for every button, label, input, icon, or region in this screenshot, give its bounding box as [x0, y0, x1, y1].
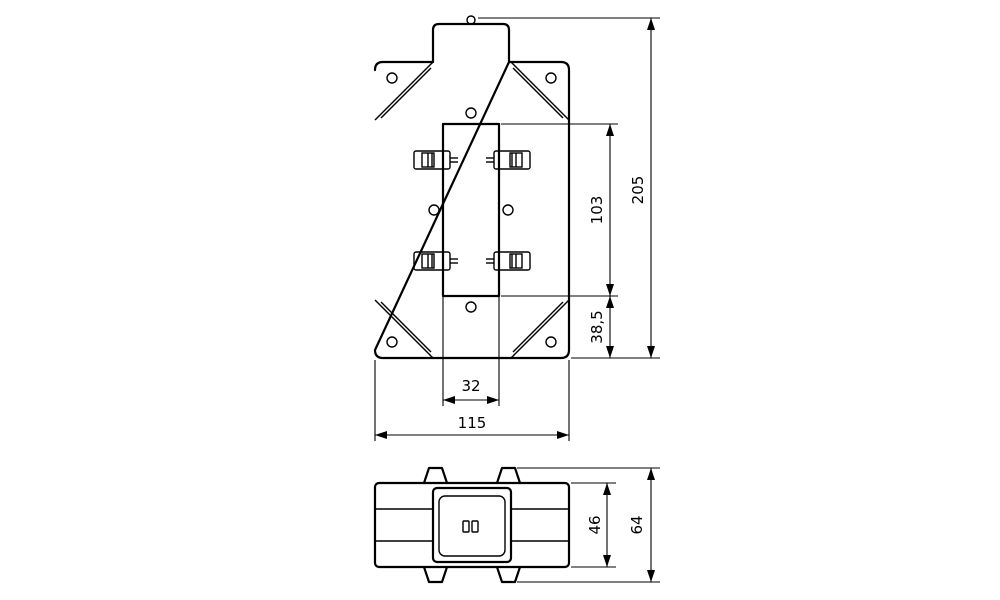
side-lug-top-right: [495, 466, 522, 485]
indicator-slot-right: [471, 520, 479, 533]
contact-clip-top-left: [413, 150, 459, 170]
dimension-38-5-label: 38,5: [588, 310, 606, 343]
dimension-64-label: 64: [628, 515, 646, 534]
corner-bracket-bottom-right: [510, 299, 570, 359]
dimension-46: 46: [571, 482, 616, 568]
dimension-205-label: 205: [629, 176, 647, 205]
dimension-115-label: 115: [458, 414, 487, 432]
top-tab: [431, 15, 511, 64]
side-center-cover: [431, 486, 513, 564]
dimension-115: 115: [374, 360, 570, 441]
mounting-hole-top-left: [386, 72, 398, 84]
mounting-hole-bottom-right: [545, 336, 557, 348]
central-insert: [441, 122, 501, 298]
side-body: [373, 481, 571, 569]
insert-hole-right: [502, 204, 514, 216]
side-lug-top-left: [422, 466, 449, 485]
indicator-slot-left: [462, 520, 470, 533]
dimension-32-label: 32: [461, 377, 480, 395]
contact-clip-bottom-right: [485, 251, 531, 271]
mounting-hole-top-right: [545, 72, 557, 84]
dimension-46-label: 46: [586, 515, 604, 534]
dimension-103: 103: [501, 123, 618, 297]
side-lug-bottom-right: [495, 565, 522, 584]
side-lug-bottom-left: [422, 565, 449, 584]
dimension-64: 64: [517, 467, 660, 583]
corner-bracket-bottom-left: [374, 299, 434, 359]
dimension-103-label: 103: [588, 196, 606, 225]
corner-bracket-top-right: [510, 61, 570, 121]
corner-bracket-top-left: [374, 61, 434, 121]
side-cover-inner: [438, 495, 506, 557]
enclosure-outline: [373, 60, 571, 360]
dimension-38-5: 38,5: [588, 296, 614, 358]
mounting-hole-bottom-left: [386, 336, 398, 348]
contact-clip-top-right: [485, 150, 531, 170]
insert-hole-bottom: [465, 301, 477, 313]
insert-hole-top: [465, 107, 477, 119]
side-view: [373, 466, 571, 584]
dimension-32: 32: [442, 296, 500, 406]
contact-clip-bottom-left: [413, 251, 459, 271]
dimension-205: 205: [478, 17, 660, 359]
insert-hole-left: [428, 204, 440, 216]
top-view: [373, 15, 571, 360]
